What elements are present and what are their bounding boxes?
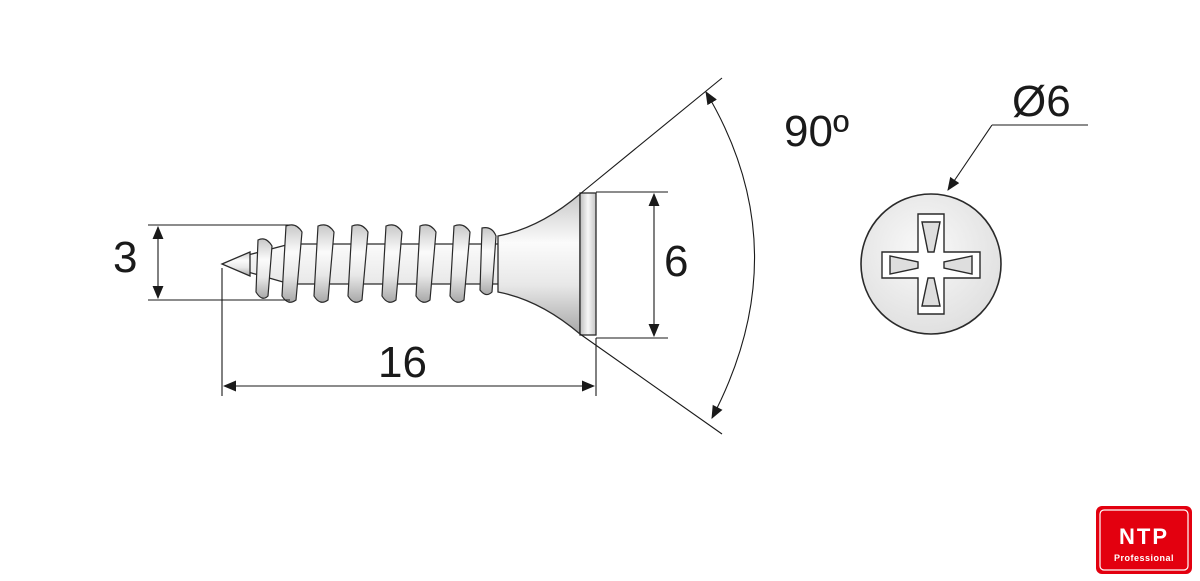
- logo-subtitle: Professional: [1114, 553, 1174, 563]
- dimension-head-angle: 90º: [579, 77, 849, 435]
- head-diameter-top-label: Ø6: [1012, 77, 1071, 126]
- dimension-head-diameter-top: Ø6: [947, 77, 1088, 191]
- head-diameter-label: 6: [664, 237, 688, 286]
- length-label: 16: [378, 338, 427, 387]
- phillips-head-icon: [881, 213, 981, 315]
- logo-brand: NTP: [1119, 524, 1169, 549]
- dimension-tip-diameter: 3: [113, 224, 290, 301]
- screw-tip: [220, 251, 251, 277]
- dimension-length: 16: [221, 268, 597, 396]
- screw-threads: [255, 224, 497, 303]
- screw-head: [497, 192, 581, 336]
- screw-head-rim: [579, 192, 597, 336]
- tip-diameter-label: 3: [113, 233, 137, 282]
- dimension-head-diameter: 6: [596, 191, 688, 339]
- screw-head-top-view: [860, 193, 1002, 335]
- screw-side-view: [220, 192, 597, 336]
- brand-logo: NTP Professional: [1096, 506, 1192, 574]
- head-angle-label: 90º: [784, 107, 849, 156]
- logo-background: [1096, 506, 1192, 574]
